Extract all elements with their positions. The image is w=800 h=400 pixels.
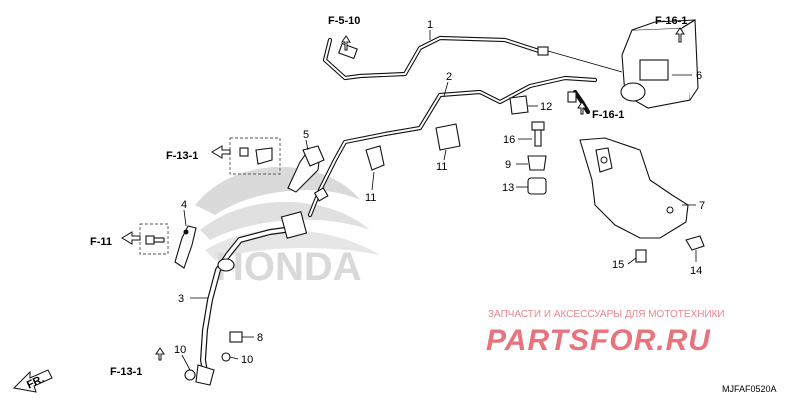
front-direction-arrow-icon [12, 369, 53, 393]
arrow-up-icon [577, 101, 587, 115]
part-number-3: 3 [178, 293, 184, 305]
watermark-tagline: ЗАПЧАСТИ И АКСЕССУАРЫ ДЛЯ МОТОТЕХНИКИ [488, 309, 725, 320]
part-number-11-left: 11 [365, 192, 376, 204]
clamp-4 [174, 209, 197, 269]
bolt-15 [627, 249, 647, 265]
ref-label-f11: F-11 [90, 236, 112, 248]
washer-10-upper [181, 354, 196, 381]
part-number-8: 8 [257, 332, 263, 344]
part-number-7: 7 [699, 200, 705, 212]
arrow-up-icon [155, 347, 165, 361]
brake-hose-3 [195, 211, 308, 386]
part-number-14: 14 [690, 265, 702, 277]
part-number-6: 6 [696, 70, 702, 82]
leader-2 [443, 81, 449, 97]
bolt-8 [229, 331, 254, 343]
part-number-5: 5 [303, 129, 309, 141]
arrow-up-icon [341, 35, 351, 51]
clip-11-left [365, 145, 385, 191]
watermark-logo: PARTSFOR.RU [486, 324, 711, 357]
clip-11-right [435, 123, 461, 161]
ref-label-f16-1-mid: F-16-1 [592, 109, 624, 121]
part-number-9: 9 [505, 159, 511, 171]
part-number-16: 16 [503, 134, 515, 146]
part-number-4: 4 [181, 199, 187, 211]
abs-modulator-6 [620, 19, 699, 109]
washer-10-lower [221, 352, 239, 362]
brake-pipe-1 [322, 35, 623, 81]
part-number-2: 2 [446, 71, 452, 83]
ref-label-f16-1-top: F-16-1 [655, 15, 687, 27]
ref-bolt-icon-a [239, 147, 273, 165]
clamp-5 [287, 139, 325, 193]
ref-label-f13-1-left: F-13-1 [166, 150, 198, 162]
ref-label-f13-1-bottom: F-13-1 [110, 366, 142, 378]
cushion-9 [516, 155, 547, 171]
part-number-12: 12 [540, 101, 552, 113]
part-number-1: 1 [427, 19, 433, 31]
arrow-left-icon [121, 231, 141, 245]
part-number-11-right: 11 [436, 161, 447, 173]
clip-12 [509, 95, 538, 115]
grommet-13 [516, 177, 547, 195]
arrow-up-icon [675, 27, 685, 43]
bolt-16 [518, 121, 545, 147]
part-number-15: 15 [612, 259, 624, 271]
ref-bolt-icon-b [145, 235, 165, 245]
bolt-14 [685, 235, 705, 262]
ref-box-f13-1 [229, 137, 281, 175]
part-number-10-upper: 10 [174, 344, 186, 356]
honda-watermark-text: HONDA [215, 245, 362, 289]
diagram-code: MJFAF0520A [722, 384, 777, 394]
part-number-10-lower: 10 [241, 354, 253, 366]
part-number-13: 13 [502, 182, 514, 194]
abs-stay-7 [579, 137, 696, 239]
arrow-left-icon [211, 145, 231, 159]
ref-label-f5-10: F-5-10 [328, 15, 360, 27]
